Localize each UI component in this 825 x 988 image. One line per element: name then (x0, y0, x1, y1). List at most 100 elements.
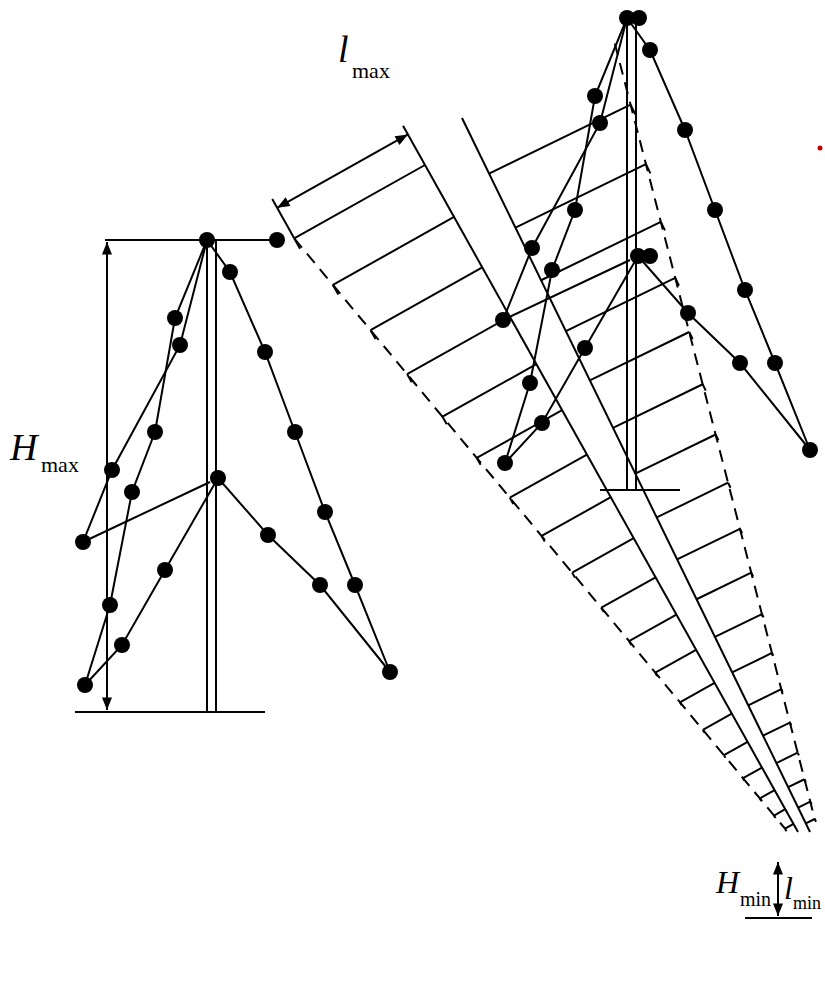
fruit-dot (642, 42, 658, 58)
ground-line (745, 917, 812, 919)
right-ladder-rung-tick (703, 384, 706, 390)
right-ladder-rung (763, 723, 790, 736)
left-ladder-rung (601, 577, 655, 607)
fruit-dot (497, 455, 513, 471)
left-ladder-rung (743, 768, 762, 779)
left-ladder-solid-line (425, 165, 798, 832)
fruit-dot (260, 527, 276, 543)
fruit-dot (222, 264, 238, 280)
left-ladder-rung-tick (601, 608, 603, 612)
right-ladder-rung (748, 689, 781, 705)
fruit-dot (75, 534, 91, 550)
branch-line (503, 260, 630, 320)
left-ladder-rung-tick (655, 673, 657, 676)
dimension-subscript: min (740, 889, 771, 909)
fruit-dot (567, 202, 583, 218)
dimension-subscript: max (352, 60, 390, 82)
tree-figure (75, 232, 398, 712)
right-ladder-rung-tick (716, 435, 719, 441)
dimension-symbol: l (784, 872, 793, 904)
left-ladder-rung-tick (703, 730, 704, 733)
fruit-dot (732, 355, 748, 371)
fruit-dot (544, 262, 560, 278)
left-ladder-rung-tick (572, 573, 575, 578)
left-ladder-rung-tick (333, 285, 338, 295)
ground-line (600, 489, 680, 491)
right-ladder-rung-tick (751, 573, 753, 577)
right-ladder-rung (635, 435, 715, 474)
right-ladder-rung-tick (728, 483, 730, 488)
right-ladder-rung (788, 779, 804, 787)
right-ladder-rung-tick (804, 779, 805, 782)
ground-line (75, 711, 265, 713)
left-ladder-dashed-line (294, 238, 785, 828)
left-ladder-rung (294, 165, 425, 238)
fruit-dot (102, 597, 118, 613)
fruit-dot (257, 344, 273, 360)
left-ladder-rung-tick (785, 829, 786, 832)
left-ladder-rung-tick (760, 798, 761, 801)
right-ladder-rung-tick (661, 222, 665, 230)
dimension-arrow (777, 862, 779, 916)
right-ladder-rung-tick (798, 753, 799, 756)
fruit-dot (524, 240, 540, 256)
fruit-dot (167, 310, 183, 326)
fruit-dot (522, 375, 538, 391)
dimension-symbol: l (338, 30, 349, 68)
left-ladder-rung (572, 538, 634, 573)
fruit-dot (147, 424, 163, 440)
left-ladder-rung (371, 267, 483, 330)
fruit-dot (312, 577, 328, 593)
left-ladder-rung-tick (743, 778, 744, 781)
right-ladder-rung-tick (646, 164, 650, 173)
left-ladder-rung (510, 455, 587, 498)
dimension-arrow (106, 242, 108, 710)
fruit-dot (737, 282, 753, 298)
fruit-dot (114, 637, 130, 653)
dimension-line (105, 239, 270, 241)
fruit-dot (534, 415, 550, 431)
fruit-dot (642, 248, 658, 264)
left-ladder-rung (785, 824, 793, 829)
right-ladder-rung (806, 819, 815, 823)
right-ladder-rung (776, 753, 797, 763)
left-ladder-rung-tick (510, 498, 513, 504)
fruit-dot (210, 470, 226, 486)
left-ladder-rung-tick (724, 755, 725, 758)
fruit-dot (124, 484, 140, 500)
right-ladder-dashed-line (615, 44, 815, 819)
left-ladder-rung-tick (680, 702, 682, 705)
dimension-subscript: max (41, 454, 79, 476)
fruit-dot (269, 232, 285, 248)
fruit-dot (592, 115, 608, 131)
right-ladder-rung (798, 802, 810, 808)
fruit-dot (767, 355, 783, 371)
left-ladder-rung (724, 742, 748, 755)
fruit-dot (587, 88, 603, 104)
right-ladder-rung-tick (689, 332, 692, 339)
dimension-symbol: H (716, 866, 739, 898)
left-ladder-rung-tick (542, 536, 545, 542)
right-ladder-rung-tick (815, 819, 816, 822)
left-ladder-rung-tick (477, 458, 481, 465)
fruit-dot (802, 442, 818, 458)
right-ladder-rung (697, 573, 752, 600)
branch-line (638, 256, 810, 450)
branch-line (85, 478, 218, 685)
fruit-dot (347, 577, 363, 593)
branch-line (505, 18, 627, 463)
fruit-dot (495, 312, 511, 328)
left-ladder-rung (629, 615, 676, 642)
left-ladder-rung (774, 809, 785, 815)
tree-figure (495, 10, 818, 490)
right-ladder-rung-tick (762, 614, 764, 617)
left-ladder-rung-tick (443, 417, 447, 425)
right-ladder-rung-tick (675, 278, 679, 286)
right-ladder-rung-tick (781, 689, 782, 692)
dimension-symbol: H (10, 428, 37, 466)
fruit-dot (631, 10, 647, 26)
branch-line (505, 256, 638, 463)
